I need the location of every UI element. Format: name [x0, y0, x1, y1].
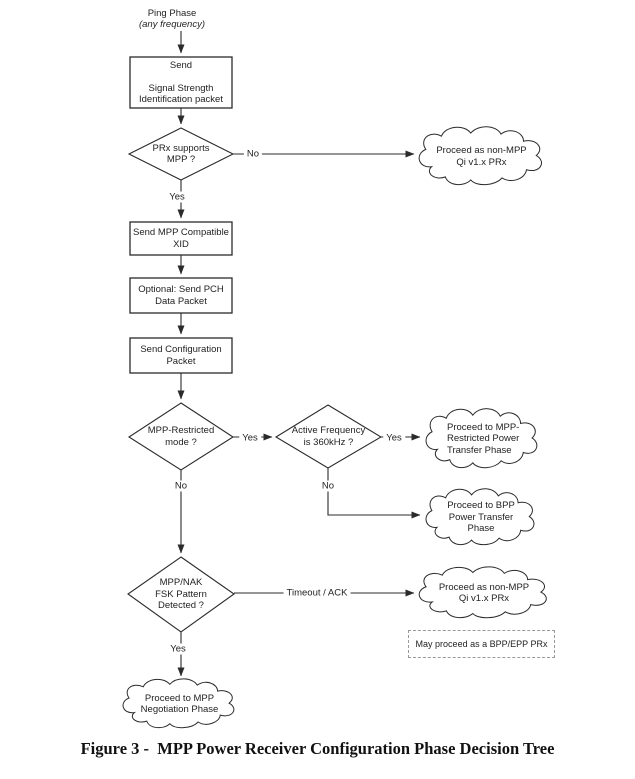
process-box-send-pch	[129, 277, 233, 314]
figure-caption: Figure 3 - MPP Power Receiver Configurat…	[80, 739, 555, 758]
decision-mpp-restricted-label: MPP-Restricted mode ?	[147, 425, 215, 448]
edge-label-timeout-ack: Timeout / ACK	[283, 587, 351, 599]
edge-label-yes-2: Yes	[239, 432, 261, 444]
process-box-send-config	[129, 337, 233, 374]
process-send-ssid-label: Send Signal Strength Identification pack…	[139, 59, 223, 105]
start-label: Ping Phase (any frequency)	[120, 8, 224, 31]
process-send-pch-label: Optional: Send PCH Data Packet	[138, 284, 224, 307]
note-bpp-epp-label: May proceed as a BPP/EPP PRx	[415, 639, 548, 649]
decision-fsk-pattern-label: MPP/NAK FSK Pattern Detected ?	[155, 577, 207, 612]
edge-label-no-1: No	[243, 148, 263, 160]
decision-fsk-pattern	[127, 556, 235, 633]
decision-prx-supports-label: PRx supports MPP ?	[152, 142, 210, 165]
cloud-nonmpp-bottom-label: Proceed as non-MPP Qi v1.x PRx	[438, 581, 530, 604]
process-send-xid-label: Send MPP Compatible XID	[133, 227, 229, 250]
edge-label-yes-3: Yes	[383, 432, 405, 444]
process-box-send-ssid	[129, 56, 233, 109]
start-title: Ping Phase	[147, 8, 197, 19]
process-send-config-label: Send Configuration Packet	[140, 344, 222, 367]
note-bpp-epp: May proceed as a BPP/EPP PRx	[408, 630, 555, 658]
cloud-nonmpp-top-label: Proceed as non-MPP Qi v1.x PRx	[436, 145, 527, 168]
cloud-mpp-restricted-label: Proceed to MPP- Restricted Power Transfe…	[447, 421, 520, 456]
edge-label-no-2: No	[318, 480, 338, 492]
cloud-bpp-label: Proceed to BPP Power Transfer Phase	[447, 500, 515, 535]
edge-label-yes-1: Yes	[166, 191, 188, 203]
edge-label-yes-4: Yes	[167, 643, 189, 655]
process-box-send-xid	[129, 221, 233, 256]
decision-prx-supports-mpp	[127, 127, 235, 181]
decision-mpp-restricted-mode	[127, 402, 235, 471]
edge-label-no-3: No	[171, 480, 191, 492]
cloud-negotiation-label: Proceed to MPP Negotiation Phase	[140, 692, 219, 715]
decision-active-frequency-label: Active Frequency is 360kHz ?	[291, 425, 366, 448]
start-subtitle: (any frequency)	[138, 19, 205, 31]
decision-active-frequency	[274, 404, 383, 469]
arrow-no-to-bpp-cloud	[327, 468, 421, 519]
